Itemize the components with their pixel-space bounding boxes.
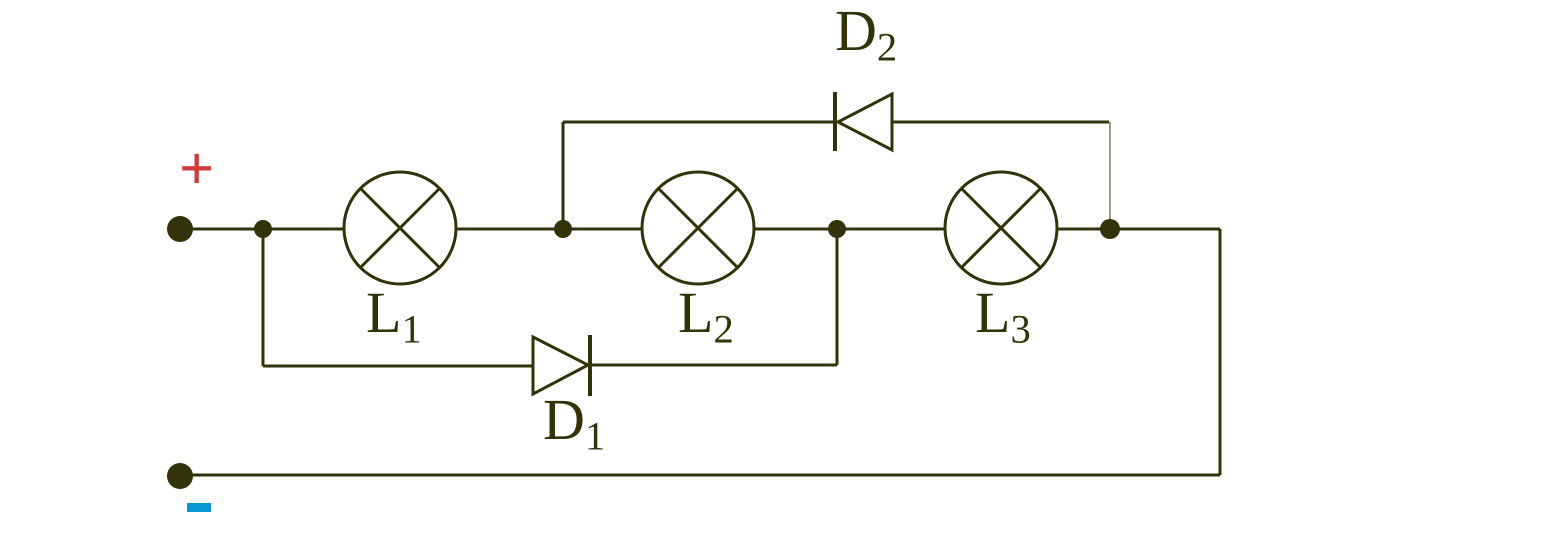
positive-terminal-label: + bbox=[179, 135, 215, 203]
junction-dot-L1-left bbox=[254, 220, 272, 238]
diode-D2-label: D2 bbox=[835, 0, 898, 70]
diode-D1-label: D1 bbox=[543, 387, 606, 459]
lamp-L1-cross-2 bbox=[359, 187, 441, 269]
negative-terminal-dot bbox=[167, 463, 193, 489]
positive-terminal-dot bbox=[167, 216, 193, 242]
lamp-L2-label: L2 bbox=[678, 280, 734, 352]
diode-D1-symbol bbox=[531, 334, 592, 397]
lamp-L3-label: L3 bbox=[975, 280, 1031, 352]
lamp-L1-label: L1 bbox=[366, 280, 422, 352]
junction-dot-L2-L3 bbox=[828, 220, 846, 238]
diode-D2-triangle bbox=[834, 91, 894, 153]
diode-D1-triangle bbox=[531, 334, 592, 397]
junction-dot-L3-right bbox=[1100, 219, 1120, 239]
negative-terminal-label bbox=[187, 503, 211, 512]
diode2-branch-wires bbox=[561, 120, 1111, 229]
diode-D2-symbol bbox=[833, 91, 894, 153]
lamp-L2-symbol bbox=[640, 170, 756, 286]
connection-dots bbox=[167, 216, 1120, 489]
lamp-L2-cross-2 bbox=[657, 187, 739, 269]
lamp-L3-symbol bbox=[943, 170, 1059, 286]
lamp-L3-cross-2 bbox=[960, 187, 1042, 269]
junction-dot-L1-L2 bbox=[554, 220, 572, 238]
main-loop-wires bbox=[180, 227, 1222, 477]
diode1-branch-wires bbox=[261, 229, 839, 368]
lamp-L1-symbol bbox=[342, 170, 458, 286]
